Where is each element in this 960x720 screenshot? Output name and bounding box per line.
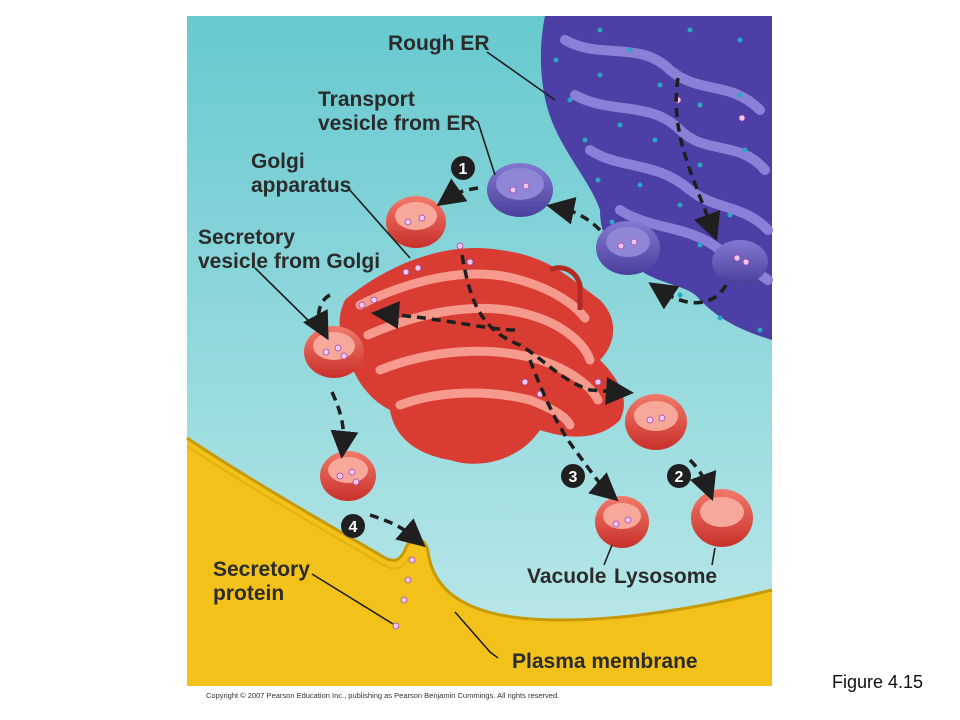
label-lysosome: Lysosome	[614, 565, 717, 588]
step-badge-3: 3	[561, 464, 585, 488]
extracellular-region	[187, 438, 772, 686]
label-transport-vesicle-line1: Transport	[318, 88, 415, 111]
label-secretory-vesicle-line1: Secretory	[198, 226, 295, 249]
svg-text:4: 4	[349, 519, 358, 536]
label-secretory-protein-line1: Secretory	[213, 558, 310, 581]
label-golgi-line1: Golgi	[251, 150, 305, 173]
svg-text:1: 1	[459, 161, 468, 178]
label-secretory-vesicle-line2: vesicle from Golgi	[198, 250, 380, 273]
label-plasma-membrane: Plasma membrane	[512, 650, 698, 673]
label-vacuole: Vacuole	[527, 565, 606, 588]
label-rough-er: Rough ER	[388, 32, 489, 55]
label-secretory-protein-line2: protein	[213, 582, 284, 605]
label-golgi-line2: apparatus	[251, 174, 351, 197]
label-transport-vesicle-line2: vesicle from ER	[318, 112, 476, 135]
step-badge-1: 1	[451, 156, 475, 180]
er-vesicle	[712, 240, 768, 284]
step-badge-2: 2	[667, 464, 691, 488]
svg-text:3: 3	[569, 469, 578, 486]
leader-lines	[254, 51, 716, 659]
step-badge-4: 4	[341, 514, 365, 538]
golgi-apparatus	[339, 248, 624, 464]
copyright-notice: Copyright © 2007 Pearson Education Inc.,…	[206, 691, 559, 700]
transport-arrows	[303, 77, 728, 548]
svg-text:2: 2	[675, 469, 684, 486]
figure-caption: Figure 4.15	[832, 672, 924, 692]
